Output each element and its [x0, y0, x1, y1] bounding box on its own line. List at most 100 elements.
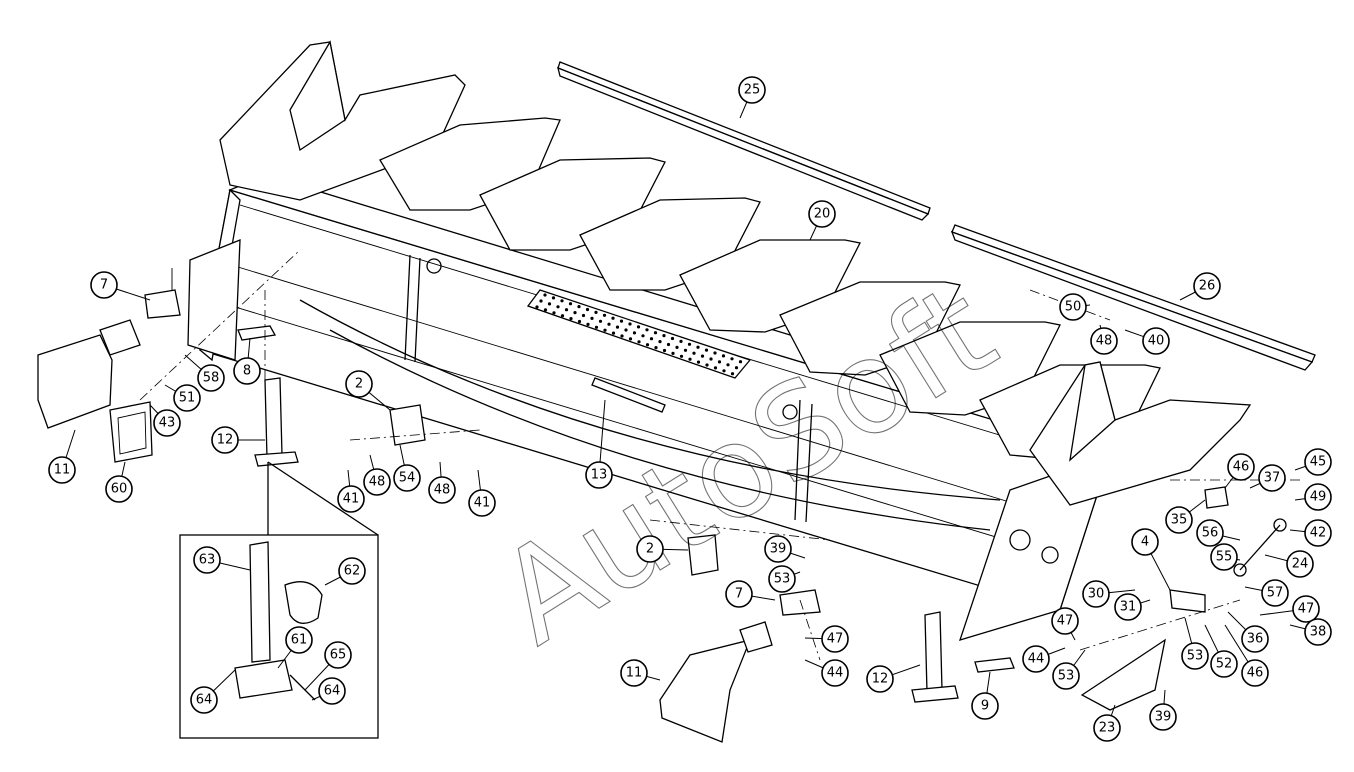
callout-50: 50 — [1059, 293, 1087, 321]
perforation-hole — [675, 345, 679, 349]
callout-number: 11 — [626, 666, 643, 681]
perforation-hole — [611, 331, 616, 335]
perforation-hole — [722, 369, 726, 373]
callout-number: 58 — [203, 371, 220, 386]
part-7-left-bracket — [144, 268, 181, 319]
callout-55: 55 — [1210, 543, 1238, 571]
callout-2: 2 — [345, 370, 373, 398]
callout-number: 50 — [1065, 300, 1082, 315]
perforation-hole — [641, 334, 645, 338]
part-8-pad — [237, 325, 277, 341]
part-23-guard — [1080, 638, 1166, 711]
perforation-hole — [645, 343, 650, 347]
perforation-hole — [547, 302, 552, 306]
callout-number: 4 — [1141, 535, 1149, 550]
perforation-hole — [620, 334, 624, 338]
perforation-hole — [683, 348, 688, 352]
callout-number: 9 — [981, 699, 989, 714]
callout-63: 63 — [193, 546, 221, 574]
callout-bubble — [1304, 483, 1332, 511]
callout-bubble — [738, 76, 766, 104]
callout-number: 46 — [1233, 460, 1250, 475]
callout-number: 12 — [217, 433, 234, 448]
callout-2: 2 — [636, 535, 664, 563]
callout-46: 46 — [1241, 659, 1269, 687]
callout-bubble — [971, 692, 999, 720]
perforation-hole — [535, 305, 539, 309]
callout-bubble — [90, 271, 118, 299]
perforation-hole — [551, 296, 556, 300]
callout-bubble — [153, 409, 181, 437]
callout-62: 62 — [338, 557, 366, 585]
callout-30: 30 — [1082, 580, 1110, 608]
callout-number: 45 — [1310, 455, 1327, 470]
callout-bubble — [620, 659, 648, 687]
callout-49: 49 — [1304, 483, 1332, 511]
callout-number: 23 — [1099, 721, 1116, 736]
callout-bubble — [211, 426, 239, 454]
perforation-hole — [564, 308, 569, 312]
perforation-hole — [713, 351, 717, 355]
callout-20: 20 — [808, 200, 836, 228]
perforation-hole — [603, 328, 607, 332]
part-2-right-mount — [687, 534, 719, 576]
perforation-hole — [628, 337, 633, 341]
auger-trough — [299, 299, 1001, 531]
callout-44: 44 — [1022, 645, 1050, 673]
callout-number: 51 — [179, 391, 196, 406]
callout-bubble — [1304, 519, 1332, 547]
perforation-hole — [679, 339, 683, 343]
callout-bubble — [808, 200, 836, 228]
part-12-left-stand — [254, 377, 299, 467]
callout-bubble — [345, 370, 373, 398]
callout-number: 52 — [1216, 657, 1233, 672]
callout-bubble — [190, 686, 218, 714]
perforation-hole — [568, 302, 573, 306]
callout-53: 53 — [1181, 642, 1209, 670]
callout-39: 39 — [764, 535, 792, 563]
perforation-hole — [552, 311, 556, 315]
callout-45: 45 — [1304, 448, 1332, 476]
callout-bubble — [285, 626, 313, 654]
perforation-hole — [738, 360, 743, 364]
callout-bubble — [1131, 528, 1159, 556]
callout-number: 39 — [1155, 710, 1172, 725]
callout-bubble — [866, 665, 894, 693]
callout-number: 61 — [291, 633, 308, 648]
perforation-hole — [696, 360, 701, 364]
perforation-hole — [654, 346, 658, 350]
perforation-hole — [700, 354, 705, 358]
callout-65: 65 — [324, 641, 352, 669]
callout-number: 46 — [1247, 666, 1264, 681]
callout-bubble — [197, 364, 225, 392]
callout-number: 35 — [1171, 513, 1188, 528]
detail-inset — [179, 461, 379, 739]
callout-number: 48 — [1096, 334, 1113, 349]
callout-number: 42 — [1310, 526, 1327, 541]
callout-number: 47 — [1057, 614, 1074, 629]
callout-48: 48 — [428, 476, 456, 504]
callout-43: 43 — [153, 409, 181, 437]
callout-bubble — [173, 384, 201, 412]
callout-number: 24 — [1292, 557, 1309, 572]
callout-bubble — [821, 659, 849, 687]
callout-48: 48 — [363, 468, 391, 496]
part-12-right-stand — [911, 611, 959, 703]
callout-number: 36 — [1247, 632, 1264, 647]
callout-number: 30 — [1088, 587, 1105, 602]
callout-bubble — [1261, 579, 1289, 607]
callout-37: 37 — [1258, 464, 1286, 492]
perforation-hole — [705, 363, 709, 367]
perforation-hole — [687, 342, 692, 346]
callout-44: 44 — [821, 659, 849, 687]
perforation-hole — [543, 308, 548, 312]
callout-51: 51 — [173, 384, 201, 412]
callout-bubble — [393, 464, 421, 492]
callout-number: 41 — [474, 496, 491, 511]
row-dividers — [219, 40, 1252, 506]
callout-number: 64 — [324, 684, 341, 699]
callout-number: 2 — [646, 542, 654, 557]
callout-number: 54 — [399, 471, 416, 486]
callout-57: 57 — [1261, 579, 1289, 607]
